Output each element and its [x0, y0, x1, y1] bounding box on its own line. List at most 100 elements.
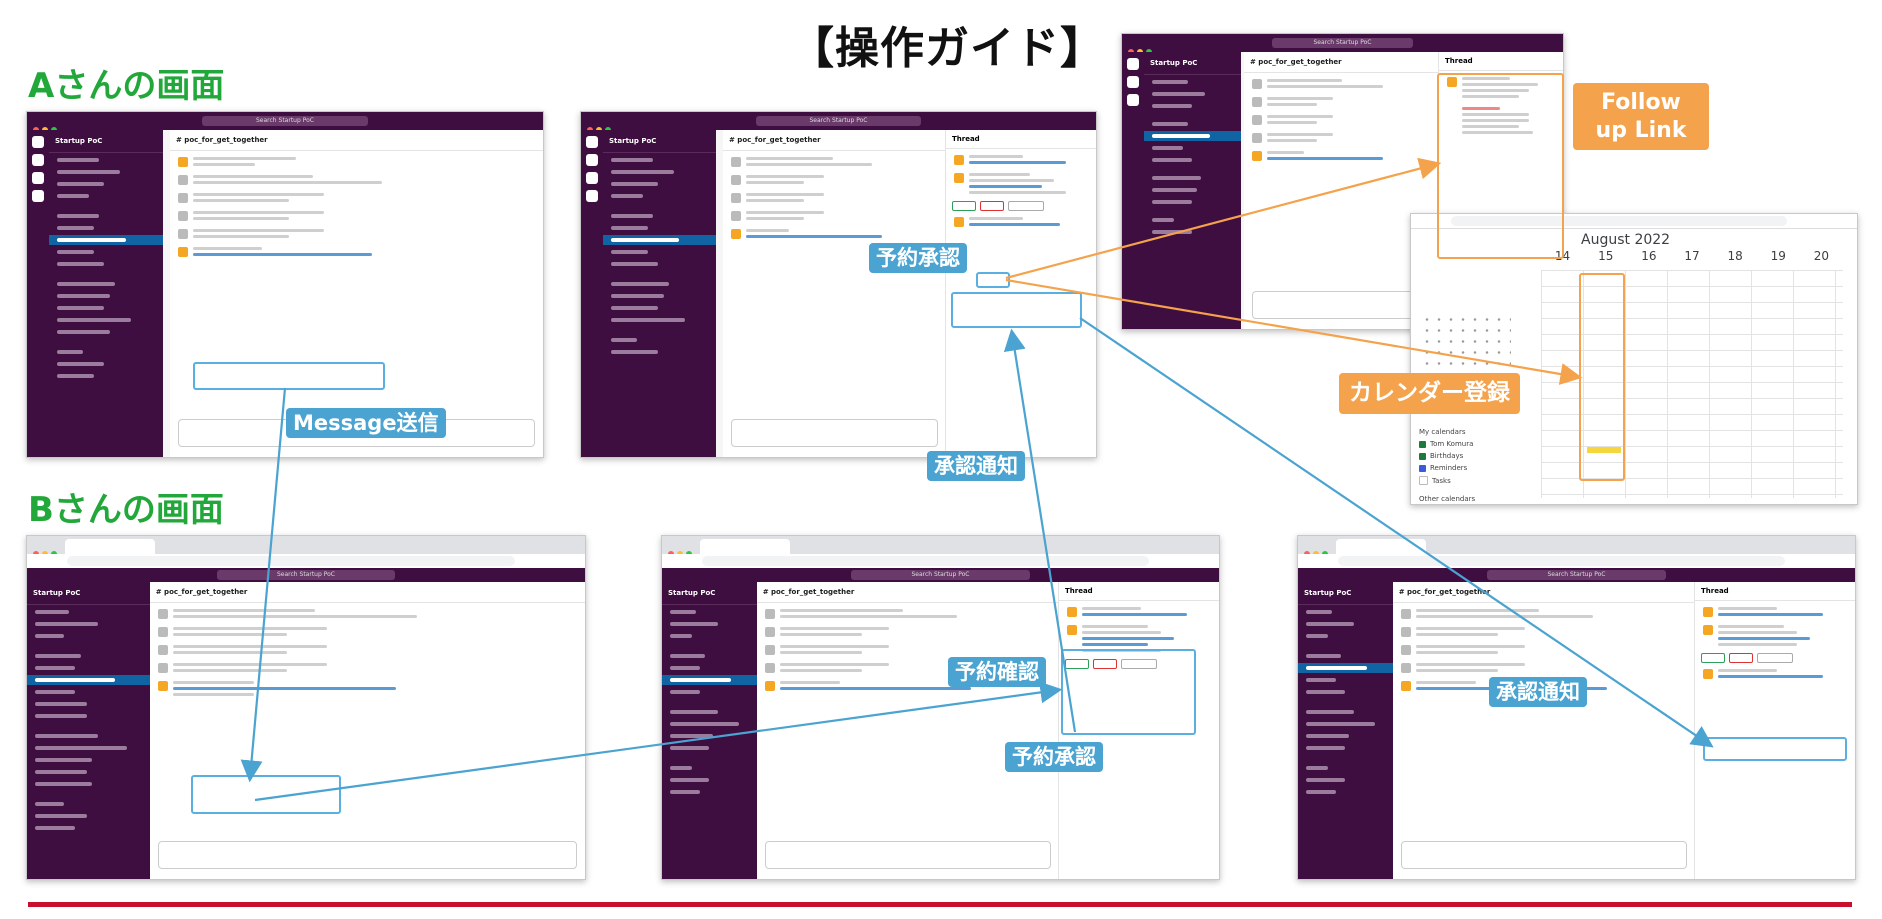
- calendar-name: Birthdays: [1430, 452, 1464, 460]
- checkbox-icon[interactable]: [1419, 452, 1426, 460]
- screenshot-b-confirm: Search Startup PoC Startup PoC # poc_for…: [661, 535, 1220, 880]
- sidebar-item-selected[interactable]: [662, 675, 757, 685]
- checkbox-icon[interactable]: [1419, 476, 1428, 485]
- browser-tab[interactable]: [700, 539, 790, 554]
- sidebar-item-selected[interactable]: [1298, 663, 1393, 673]
- sidebar-item-selected[interactable]: [1144, 131, 1242, 141]
- channel-sidebar: Startup PoC: [1144, 52, 1242, 329]
- calendar-name: Reminders: [1430, 464, 1468, 472]
- highlight-accepted-message: [951, 292, 1082, 328]
- my-calendars-heading[interactable]: My calendars: [1419, 428, 1466, 436]
- accept-decline-buttons[interactable]: [1701, 653, 1849, 663]
- thread-header: Thread: [946, 130, 1096, 149]
- sidebar-item-selected[interactable]: [49, 235, 163, 245]
- callout-reserve-confirm: 予約確認: [948, 657, 1046, 688]
- sidebar-item-selected[interactable]: [603, 235, 717, 245]
- checkbox-icon[interactable]: [1419, 440, 1426, 448]
- accept-decline-buttons[interactable]: [1065, 659, 1213, 669]
- my-calendars-list: My calendars Tom Komura Birthdays Remind…: [1419, 428, 1475, 503]
- arrow-followup-link: [1005, 157, 1442, 280]
- channel-sidebar: Startup PoC: [1298, 582, 1393, 879]
- search-bar[interactable]: Search Startup PoC: [1271, 38, 1414, 48]
- channel-view: # poc_for_get_together: [1244, 52, 1439, 329]
- channel-sidebar: Startup PoC: [49, 130, 163, 457]
- message-composer[interactable]: [1400, 841, 1687, 869]
- calendar-week-grid[interactable]: [1541, 270, 1843, 498]
- highlight-sent-message: [193, 362, 385, 390]
- callout-followup-link: Follow up Link: [1573, 83, 1709, 150]
- callout-message-send: Message送信: [286, 408, 446, 439]
- message-composer[interactable]: [731, 419, 938, 447]
- workspace-name[interactable]: Startup PoC: [1144, 52, 1242, 75]
- workspace-rail: [581, 130, 603, 457]
- thread-pane: Thread: [1694, 582, 1855, 879]
- browser-tabbar: [27, 536, 585, 557]
- callout-approve-notice-b: 承認通知: [1489, 677, 1587, 708]
- other-calendars-heading[interactable]: Other calendars: [1419, 495, 1476, 503]
- calendar-day[interactable]: 17: [1684, 249, 1700, 263]
- search-bar[interactable]: Search Startup PoC: [851, 570, 1030, 580]
- callout-calendar-register: カレンダー登録: [1339, 373, 1520, 414]
- slack-topbar: Search Startup PoC: [1298, 568, 1855, 582]
- workspace-name[interactable]: Startup PoC: [603, 130, 717, 153]
- highlight-accepted-notice: [1703, 737, 1847, 761]
- channel-title[interactable]: # poc_for_get_together: [756, 582, 1059, 603]
- callout-reserve-approve-b: 予約承認: [1005, 742, 1103, 773]
- calendar-event[interactable]: [1587, 447, 1621, 453]
- channel-title[interactable]: # poc_for_get_together: [170, 130, 543, 151]
- browser-tab[interactable]: [65, 539, 155, 554]
- slack-topbar: Search Startup PoC: [27, 568, 585, 582]
- calendar-day[interactable]: 19: [1770, 249, 1786, 263]
- search-bar[interactable]: Search Startup PoC: [756, 116, 921, 126]
- workspace-name[interactable]: Startup PoC: [27, 582, 150, 605]
- calendar-day[interactable]: 20: [1813, 249, 1830, 263]
- channel-title[interactable]: # poc_for_get_together: [1244, 52, 1439, 73]
- channel-title[interactable]: # poc_for_get_together: [1392, 582, 1695, 603]
- channel-title[interactable]: # poc_for_get_together: [723, 130, 946, 151]
- calendar-day[interactable]: 16: [1641, 249, 1657, 263]
- thread-pane: Thread: [1058, 582, 1219, 879]
- section-label-a: Aさんの画面: [28, 66, 225, 106]
- highlight-received-message: [191, 775, 341, 814]
- channel-view: # poc_for_get_together: [149, 582, 585, 879]
- arrow-reserve-confirm: [254, 681, 1063, 802]
- message-composer[interactable]: [764, 841, 1051, 869]
- arrow-calendar-register: [1005, 278, 1583, 385]
- channel-sidebar: Startup PoC: [27, 582, 150, 879]
- section-label-b: Bさんの画面: [28, 490, 224, 530]
- workspace-name[interactable]: Startup PoC: [1298, 582, 1393, 605]
- callout-approve-notice: 承認通知: [927, 451, 1025, 482]
- checkbox-icon[interactable]: [1419, 464, 1426, 472]
- screenshot-a-followup: Search Startup PoC Startup PoC # poc_for…: [1121, 33, 1564, 330]
- arrow-approve-notice: [1079, 317, 1714, 748]
- browser-urlbar: [1411, 214, 1857, 229]
- channel-title[interactable]: # poc_for_get_together: [149, 582, 585, 603]
- callout-reserve-approve: 予約承認: [869, 243, 967, 274]
- accept-decline-buttons[interactable]: [952, 201, 1090, 211]
- channel-view: # poc_for_get_together: [756, 582, 1059, 879]
- search-bar[interactable]: Search Startup PoC: [216, 570, 396, 580]
- search-bar[interactable]: Search Startup PoC: [202, 116, 368, 126]
- calendar-day[interactable]: 15: [1598, 249, 1614, 263]
- channel-view: # poc_for_get_together: [723, 130, 946, 457]
- workspace-name[interactable]: Startup PoC: [662, 582, 757, 605]
- calendar-name: Tom Komura: [1430, 440, 1474, 448]
- calendar-day[interactable]: 18: [1727, 249, 1743, 263]
- calendar-name: Tasks: [1432, 476, 1451, 485]
- calendar-month[interactable]: August 2022: [1581, 232, 1671, 248]
- workspace-name[interactable]: Startup PoC: [49, 130, 163, 153]
- browser-tab[interactable]: [1336, 539, 1426, 554]
- thread-header: Thread: [1439, 52, 1563, 71]
- bottom-rule: [28, 902, 1852, 907]
- channel-sidebar: Startup PoC: [662, 582, 757, 879]
- arrow-message-send: [240, 387, 287, 783]
- message-composer[interactable]: [157, 841, 577, 869]
- thread-header: Thread: [1059, 582, 1219, 601]
- screenshot-b-receive: Search Startup PoC Startup PoC # poc_for…: [26, 535, 586, 880]
- workspace-rail: [1122, 52, 1144, 329]
- arrow-reserve-approve: [1003, 328, 1077, 733]
- search-bar[interactable]: Search Startup PoC: [1487, 570, 1666, 580]
- sidebar-item-selected[interactable]: [27, 675, 150, 685]
- message-composer[interactable]: [1252, 291, 1431, 319]
